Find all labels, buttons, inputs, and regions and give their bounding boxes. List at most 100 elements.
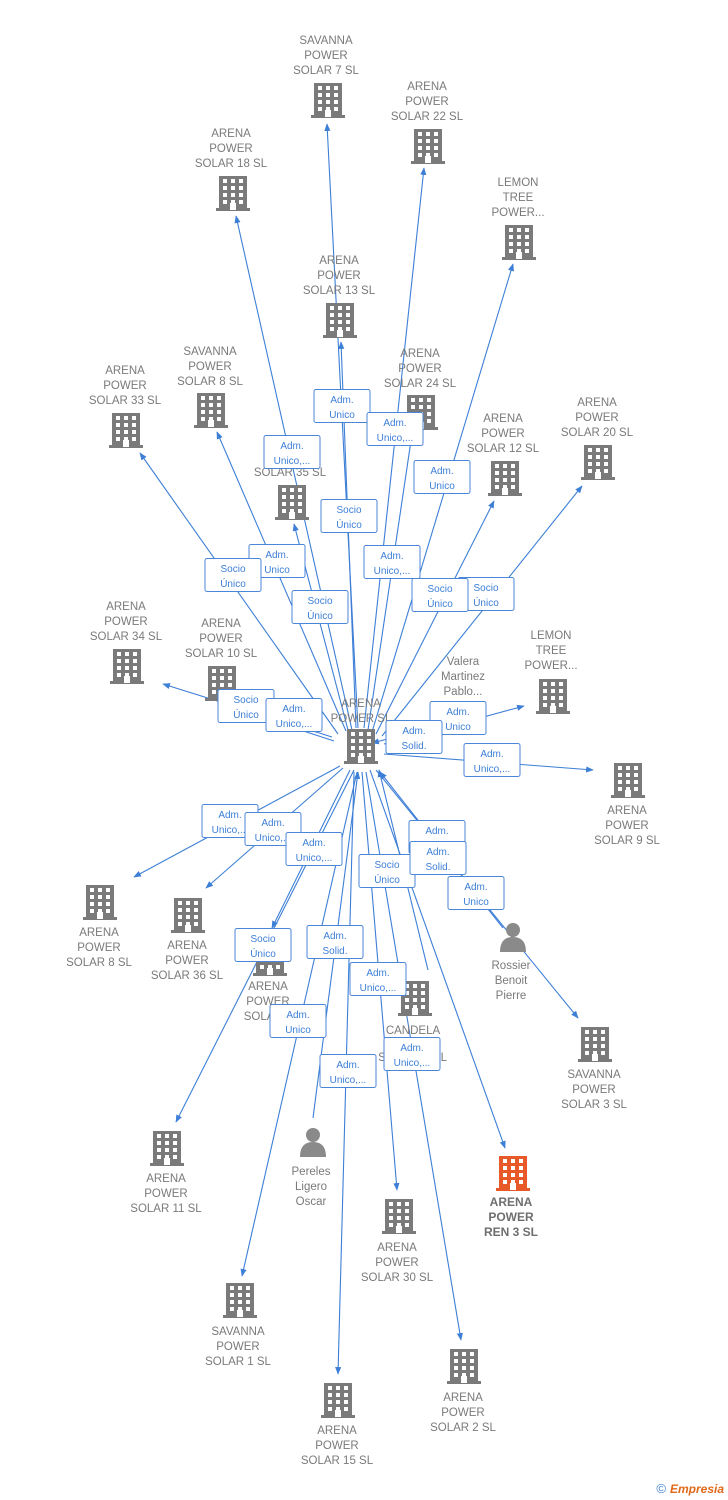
node-lt2[interactable]: LEMONTREEPOWER... [524, 630, 578, 714]
building-icon [496, 1156, 530, 1191]
relation-badge[interactable]: Adm. Unico,... [285, 832, 343, 866]
relation-badge[interactable]: Adm.Unico [413, 460, 471, 494]
node-valera[interactable]: ValeraMartinezPablo... [441, 656, 485, 698]
node-label: ARENA [377, 1242, 417, 1254]
node-label: TREE [503, 192, 534, 204]
badge-text: Socio [427, 584, 452, 595]
badge-text: Único [307, 609, 333, 622]
building-icon [194, 393, 228, 428]
node-label: SOLAR 3 SL [561, 1099, 627, 1111]
badge-text: Unico,... [296, 853, 333, 864]
node-label: LEMON [531, 630, 572, 642]
node-label: Valera [447, 656, 480, 668]
relation-badge[interactable]: Adm.Unico,... [263, 435, 321, 469]
node-label: ARENA [106, 601, 146, 613]
edge-center-to-ap24 [367, 433, 415, 731]
node-label: ARENA [407, 81, 447, 93]
relation-badge[interactable]: Adm.Unico,... [349, 962, 407, 996]
relation-badge[interactable]: Adm.Solid. [306, 925, 364, 959]
relation-badge[interactable]: Adm.Unico,... [363, 545, 421, 579]
node-label: ARENA [341, 698, 381, 710]
relation-badge[interactable]: Adm.Unico,... [366, 412, 424, 446]
relation-badge[interactable]: Adm.Unico,... [265, 698, 323, 732]
relation-badge[interactable]: Adm.Unico [447, 876, 505, 910]
node-label: SAVANNA [299, 35, 353, 47]
node-label: SOLAR 24 SL [384, 378, 457, 390]
relation-badge[interactable]: Adm.Unico [429, 701, 487, 735]
node-label: Oscar [296, 1196, 327, 1208]
edge-center-to-lt1 [371, 263, 514, 733]
badge-text: Adm. [366, 968, 389, 979]
badge-text: Unico,... [274, 456, 311, 467]
building-icon [321, 1383, 355, 1418]
badge-text: Adm. [265, 550, 288, 561]
node-label: SOLAR 12 SL [467, 443, 540, 455]
node-label: SOLAR 22 SL [391, 111, 464, 123]
badge-text: Adm. [261, 818, 284, 829]
building-icon [311, 83, 345, 118]
node-label: POWER [216, 1341, 259, 1353]
badge-text: Adm. [446, 707, 469, 718]
relation-badge[interactable]: Adm.Unico [269, 1004, 327, 1038]
relation-badge[interactable]: Adm.Unico,... [463, 743, 521, 777]
node-ap35[interactable]: SOLAR 35 SL [254, 467, 327, 520]
relation-badge[interactable]: Adm.Solid. [409, 841, 467, 875]
badge-text: Unico,... [394, 1058, 431, 1069]
edge-center-to-ap33 [139, 452, 339, 735]
relation-badge[interactable]: Adm.Unico [313, 389, 371, 423]
node-lt1[interactable]: LEMONTREEPOWER... [491, 177, 545, 260]
building-icon [150, 1131, 184, 1166]
node-label: SOLAR 15 SL [301, 1455, 374, 1467]
relation-badge[interactable]: Adm.Solid. [385, 720, 443, 754]
node-label: REN 3 SL [484, 1225, 538, 1239]
building-icon [411, 129, 445, 164]
node-label: POWER... [524, 660, 577, 672]
badge-text: Adm. [430, 466, 453, 477]
brand-name[interactable]: Empresia [669, 1482, 724, 1496]
relation-badge[interactable]: Adm.Unico,... [383, 1037, 441, 1071]
node-label: POWER [575, 412, 618, 424]
badge-text: Adm. [302, 838, 325, 849]
node-label: SOLAR 7 SL [293, 65, 359, 77]
node-label: POWER [441, 1407, 484, 1419]
badge-text: Socio [307, 596, 332, 607]
node-label: POWER [488, 1210, 534, 1224]
node-label: SOLAR 8 SL [177, 376, 243, 388]
node-center[interactable]: ARENA POWER SL [331, 698, 392, 764]
relation-badge[interactable]: Adm.Unico,... [319, 1054, 377, 1088]
node-label: ARENA [319, 255, 359, 267]
node-label: POWER SL [331, 713, 392, 725]
node-label: POWER [199, 633, 242, 645]
node-label: ARENA [317, 1425, 357, 1437]
